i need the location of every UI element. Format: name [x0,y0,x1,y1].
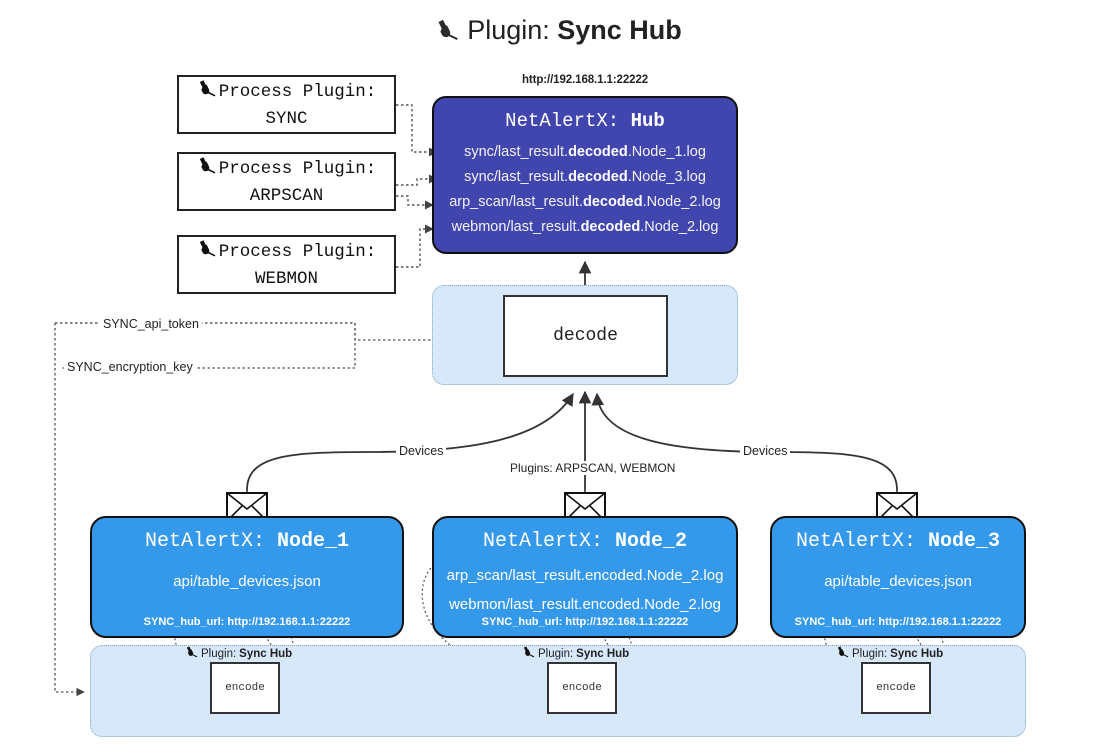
label-sync-encryption-key: SYNC_encryption_key [64,360,196,374]
node-title: NetAlertX: Node_1 [144,530,350,553]
node-footer: SYNC_hub_url: http://192.168.1.1:22222 [143,616,351,628]
process-plugin-value: WEBMON [254,268,318,289]
process-plugin-label: Process Plugin: [218,158,377,179]
title-prefix: Plugin: [467,15,550,45]
plug-icon [185,645,199,662]
label-devices-left: Devices [396,444,447,458]
hub-log-line: sync/last_result.decoded.Node_3.log [464,168,706,185]
hub-log-line: webmon/last_result.decoded.Node_2.log [451,218,719,235]
plug-icon [197,155,218,185]
hub-url-label: http://192.168.1.1:22222 [521,74,649,86]
encode-box-node-2[interactable]: encode [547,662,617,714]
encode-plugin-label-1: Plugin:Sync Hub [185,645,292,662]
node-title: NetAlertX: Node_2 [482,530,688,553]
process-plugin-sync[interactable]: Process Plugin: SYNC [177,75,396,134]
node-footer: SYNC_hub_url: http://192.168.1.1:22222 [481,616,689,628]
hub-log-line: sync/last_result.decoded.Node_1.log [464,144,706,160]
plug-icon [522,645,536,662]
plug-icon [435,17,461,50]
encode-plugin-label-3: Plugin:Sync Hub [836,645,943,662]
hub-log-line: arp_scan/last_result.decoded.Node_2.log [449,193,721,210]
node-line: api/table_devices.json [824,573,972,590]
encode-plugin-label-2: Plugin:Sync Hub [522,645,629,662]
node-footer: SYNC_hub_url: http://192.168.1.1:22222 [794,616,1002,628]
node-box-node-1[interactable]: NetAlertX: Node_1 api/table_devices.json… [90,516,404,638]
title-name: Sync Hub [557,15,682,45]
process-plugin-value: SYNC [265,108,308,129]
node-line: api/table_devices.json [173,573,321,590]
hub-title: NetAlertX: Hub [434,110,736,132]
page-title: Plugin: Sync Hub [0,14,1117,50]
hub-node[interactable]: NetAlertX: Hub sync/last_result.decoded.… [432,96,738,254]
hub-title-prefix: NetAlertX: [505,110,620,132]
node-box-node-3[interactable]: NetAlertX: Node_3 api/table_devices.json… [770,516,1026,638]
process-plugin-label: Process Plugin: [218,241,377,262]
node-box-node-2[interactable]: NetAlertX: Node_2 arp_scan/last_result.e… [432,516,738,638]
node-line-list: api/table_devices.json [92,567,402,596]
process-plugin-label: Process Plugin: [218,81,377,102]
node-title: NetAlertX: Node_3 [795,530,1001,553]
process-plugin-webmon[interactable]: Process Plugin: WEBMON [177,235,396,294]
encode-box-node-1[interactable]: encode [210,662,280,714]
hub-log-list: sync/last_result.decoded.Node_1.log sync… [434,140,736,240]
node-line: webmon/last_result.encoded.Node_2.log [449,596,721,614]
encode-box-node-3[interactable]: encode [861,662,931,714]
label-devices-right: Devices [740,444,791,458]
node-line: arp_scan/last_result.encoded.Node_2.log [446,567,724,584]
hub-title-name: Hub [630,110,665,132]
node-line-list: arp_scan/last_result.encoded.Node_2.log … [434,561,736,620]
process-plugin-value: ARPSCAN [249,185,324,206]
decode-box[interactable]: decode [503,295,668,377]
plug-icon [197,238,218,268]
node-line-list: api/table_devices.json [772,567,1024,596]
plug-icon [836,645,850,662]
label-sync-api-token: SYNC_api_token [100,317,202,331]
label-plugins-center: Plugins: ARPSCAN, WEBMON [507,461,679,475]
process-plugin-arpscan[interactable]: Process Plugin: ARPSCAN [177,152,396,211]
plug-icon [197,78,218,108]
